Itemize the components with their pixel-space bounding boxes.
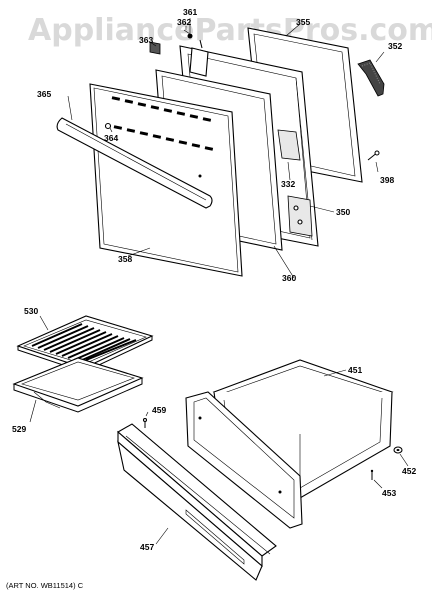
- label-459: 459: [152, 405, 166, 415]
- label-529: 529: [12, 424, 26, 434]
- art-number: (ART NO. WB11514) C: [6, 581, 84, 590]
- handle-screw-364: [104, 122, 112, 130]
- screw-398: [367, 150, 380, 161]
- watermark: AppliancePartsPros.com: [28, 13, 432, 48]
- label-361: 361: [183, 7, 197, 17]
- hinge-clip-363: [149, 41, 161, 55]
- label-362: 362: [177, 17, 191, 27]
- broiler-pan: [12, 357, 144, 413]
- label-355: 355: [296, 17, 310, 27]
- label-358: 358: [118, 254, 132, 264]
- label-352: 352: [388, 41, 402, 51]
- label-398: 398: [380, 175, 394, 185]
- door-gasket: [357, 59, 385, 97]
- drawer-pin-453: [370, 469, 374, 480]
- drawer-front-frame: [185, 391, 303, 529]
- label-453: 453: [382, 488, 396, 498]
- part-labels: 361 362 363 355 352 365 364 332 398 350 …: [12, 7, 416, 552]
- label-452: 452: [402, 466, 416, 476]
- label-332: 332: [281, 179, 295, 189]
- label-451: 451: [348, 365, 362, 375]
- label-365: 365: [37, 89, 51, 99]
- leader-lines: [29, 18, 409, 545]
- hinge-parts-361-362: [183, 29, 193, 39]
- broiler-pan-grid: [16, 315, 154, 373]
- drawer-clip-459: [142, 417, 148, 428]
- label-350: 350: [336, 207, 350, 217]
- label-530: 530: [24, 306, 38, 316]
- label-457: 457: [140, 542, 154, 552]
- door-handle: [56, 117, 213, 209]
- drawer-front-panel: [117, 423, 277, 581]
- drawer-roller-452: [393, 446, 403, 454]
- label-364: 364: [104, 133, 118, 143]
- broiler-slots: [31, 323, 137, 362]
- door-vent-slots: [111, 96, 214, 151]
- label-363: 363: [139, 35, 153, 45]
- label-360: 360: [282, 273, 296, 283]
